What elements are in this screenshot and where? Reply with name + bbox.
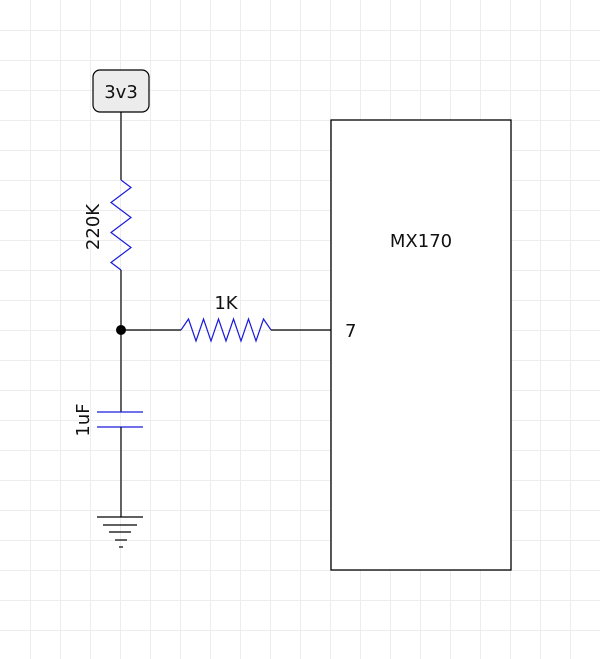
ground-symbol[interactable] xyxy=(97,516,143,548)
ic-body xyxy=(330,119,512,571)
ic-label: MX170 xyxy=(390,231,452,252)
resistor-1k-symbol xyxy=(180,317,272,343)
resistor-220k-symbol xyxy=(110,179,132,271)
ic-pin-7-label: 7 xyxy=(345,321,356,342)
resistor-1k[interactable]: 1K xyxy=(180,293,272,343)
power-symbol-3v3[interactable]: 3v3 xyxy=(92,69,150,113)
resistor-220k-label: 220K xyxy=(83,203,104,250)
resistor-1k-label: 1K xyxy=(214,293,238,314)
capacitor-1uf-label: 1uF xyxy=(73,403,94,436)
ic-mx170[interactable]: MX170 7 xyxy=(330,119,512,571)
capacitor-1uf[interactable]: 1uF xyxy=(73,403,143,437)
power-label: 3v3 xyxy=(104,82,138,103)
resistor-220k[interactable]: 220K xyxy=(83,179,132,271)
